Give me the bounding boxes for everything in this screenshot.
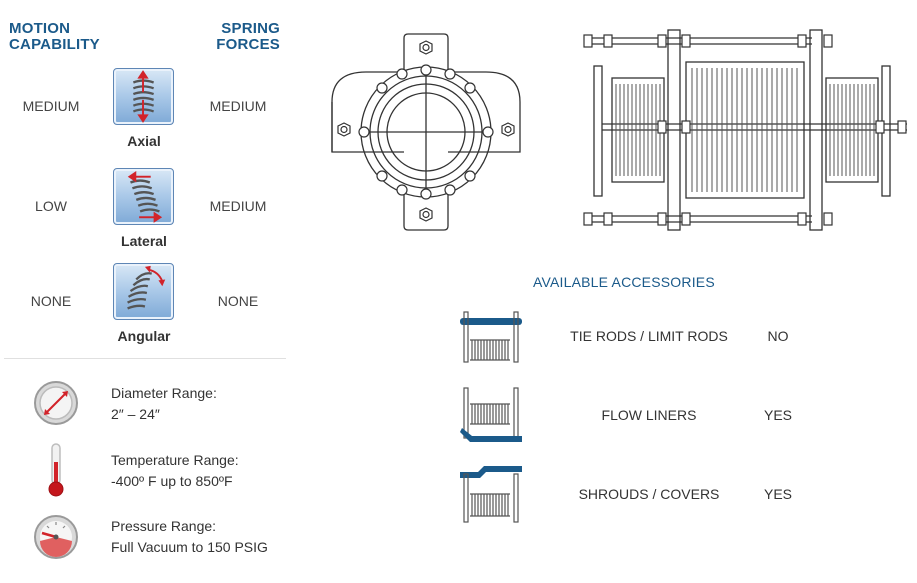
tie-rods-availability: NO [767,328,789,344]
pressure-range: Pressure Range: Full Vacuum to 150 PSIG [111,516,268,558]
accessories-title: AVAILABLE ACCESSORIES [533,274,715,290]
expansion-joint-side-view-drawing [583,29,907,231]
flow-liner-icon [458,386,524,448]
motion-capability-header: MOTION CAPABILITY [9,20,100,53]
flow-liners-availability: YES [763,407,792,423]
lateral-label: Lateral [121,233,167,249]
diameter-range-value: 2″ – 24″ [111,406,160,422]
pressure-gauge-icon [33,514,79,560]
diameter-gauge-icon [33,380,79,426]
pressure-range-value: Full Vacuum to 150 PSIG [111,539,268,555]
temperature-range-title: Temperature Range: [111,452,239,468]
shrouds-label: SHROUDS / COVERS [578,486,720,502]
tie-rods-label: TIE RODS / LIMIT RODS [570,328,728,344]
angular-spring-icon [113,263,174,320]
angular-label: Angular [117,328,171,344]
diameter-range: Diameter Range: 2″ – 24″ [111,383,217,425]
axial-spring-force: MEDIUM [209,98,267,114]
flow-liners-label: FLOW LINERS [601,407,697,423]
tie-rods-icon [458,308,524,370]
thermometer-icon [33,442,79,497]
shroud-icon [458,464,524,526]
pressure-range-title: Pressure Range: [111,518,217,534]
temperature-range: Temperature Range: -400º F up to 850ºF [111,450,239,492]
spring-forces-header: SPRING FORCES [216,20,280,53]
angular-capability: NONE [30,293,72,309]
lateral-spring-icon [113,168,174,225]
lateral-spring-force: MEDIUM [209,198,267,214]
temperature-range-value: -400º F up to 850ºF [111,473,233,489]
axial-spring-icon [113,68,174,125]
diameter-range-title: Diameter Range: [111,385,217,401]
flange-end-view-drawing [331,33,521,231]
shrouds-availability: YES [763,486,792,502]
section-divider [4,358,286,359]
angular-spring-force: NONE [217,293,259,309]
lateral-capability: LOW [35,198,67,214]
axial-label: Axial [127,133,161,149]
axial-capability: MEDIUM [22,98,80,114]
